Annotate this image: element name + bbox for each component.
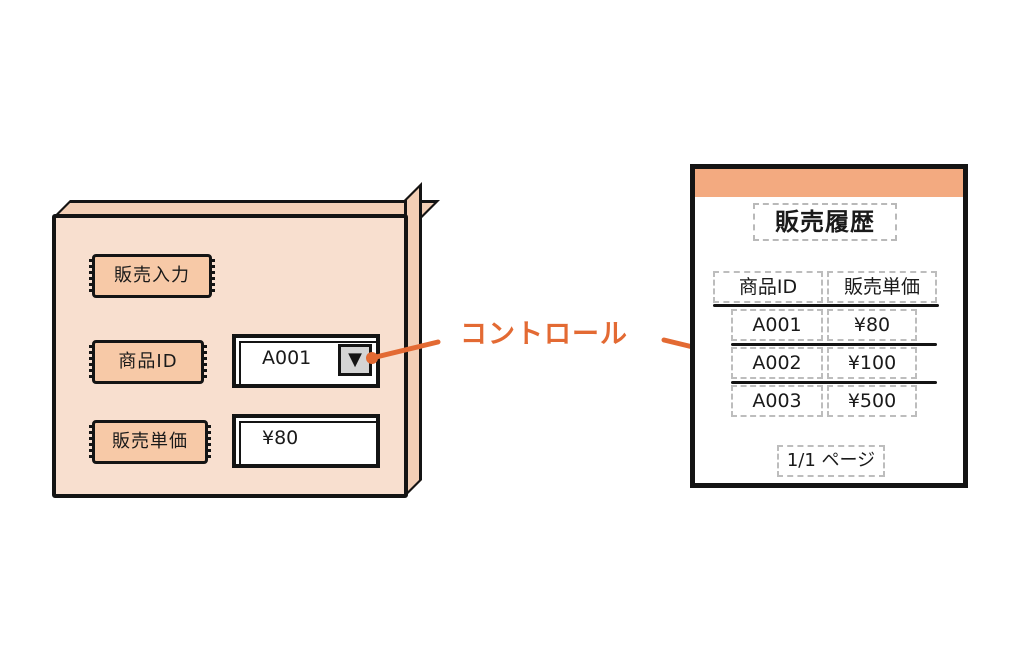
sales-history-title: 販売履歴	[753, 203, 897, 241]
product-id-select[interactable]: A001 ▼	[232, 334, 380, 388]
row-divider	[731, 343, 937, 346]
sales-input-form-panel: 販売入力 商品ID A001 ▼ 販売単価 ¥80	[52, 214, 408, 498]
product-id-value: A001	[262, 347, 312, 369]
row-divider	[731, 381, 937, 384]
sales-input-label: 販売入力	[89, 254, 215, 298]
card-header-bar	[695, 169, 963, 197]
unit-price-value: ¥80	[262, 427, 299, 449]
column-header-unit-price: 販売単価	[827, 271, 937, 303]
page-indicator: 1/1 ページ	[777, 445, 885, 477]
table-row-2-product-id: A002	[731, 347, 823, 379]
unit-price-label: 販売単価	[89, 420, 211, 464]
table-row-1-product-id: A001	[731, 309, 823, 341]
connector-endpoint-left	[366, 352, 378, 364]
table-row-3-product-id: A003	[731, 385, 823, 417]
header-divider	[713, 304, 939, 307]
table-row-2-unit-price: ¥100	[827, 347, 917, 379]
column-header-product-id: 商品ID	[713, 271, 823, 303]
table-row-3-unit-price: ¥500	[827, 385, 917, 417]
product-id-label: 商品ID	[89, 340, 207, 384]
table-row-1-unit-price: ¥80	[827, 309, 917, 341]
unit-price-field[interactable]: ¥80	[232, 414, 380, 468]
control-connector-label: コントロール	[460, 319, 628, 350]
sales-history-card: 販売履歴 商品ID 販売単価 A001 ¥80 A002 ¥100 A003 ¥…	[690, 164, 968, 488]
